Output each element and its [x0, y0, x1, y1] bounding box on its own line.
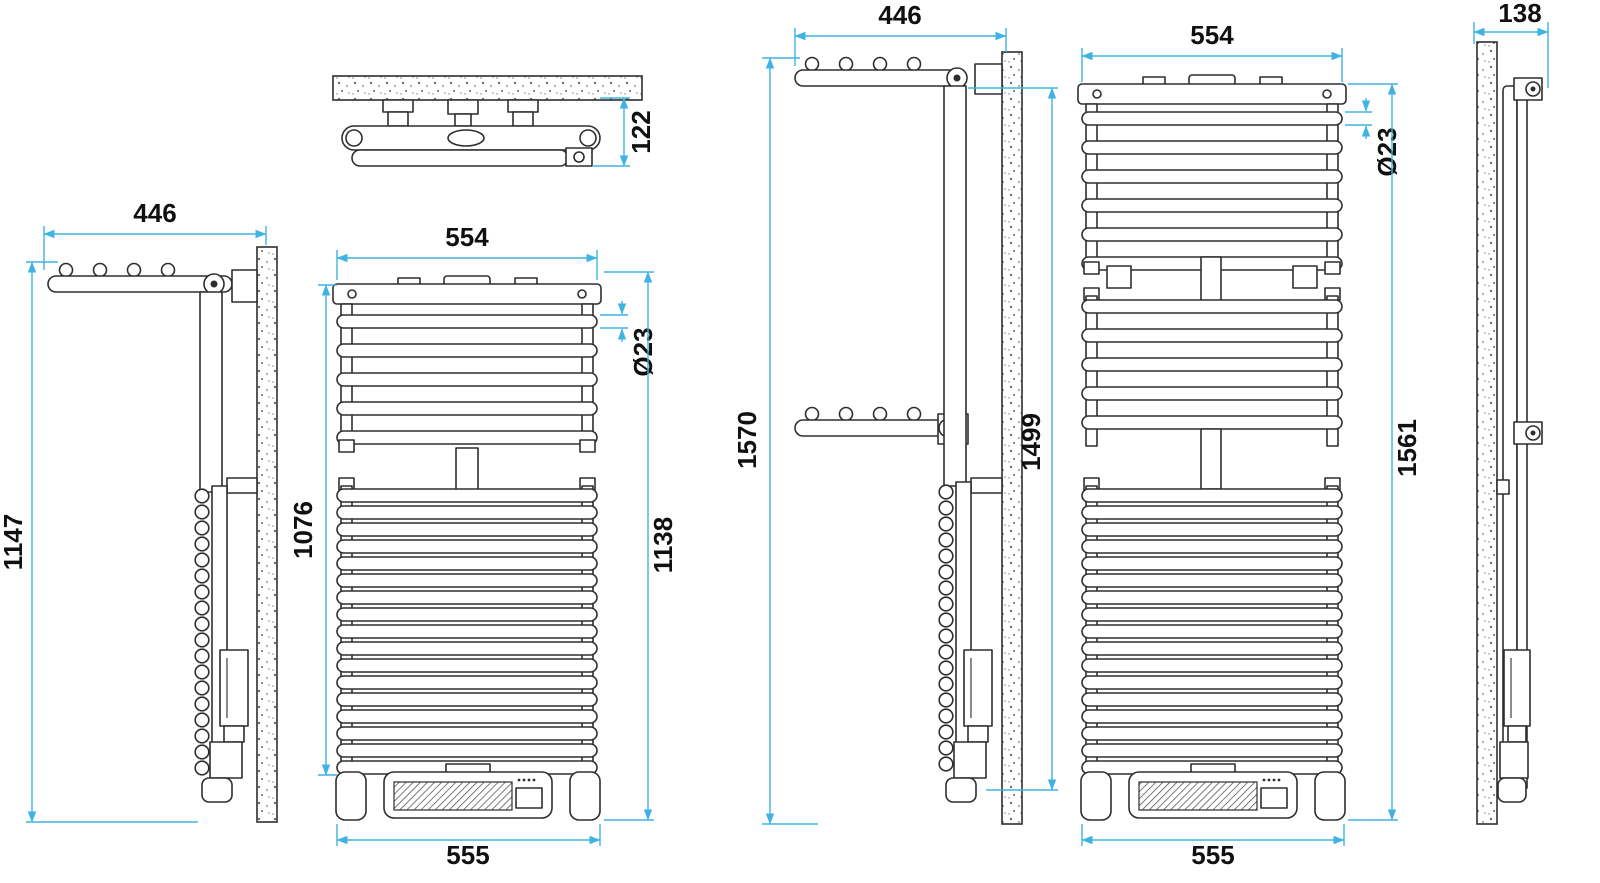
bracket: [1106, 265, 1132, 289]
dim-front-small-body-height: 1076: [288, 284, 337, 776]
control-panel: [515, 787, 543, 809]
view-side-large: 446 1570 1499: [732, 0, 1058, 825]
foot-right: [569, 771, 601, 821]
upper-tube-bank-2: [1082, 287, 1342, 447]
dim-label-1076: 1076: [288, 501, 318, 559]
heater-base-unit: [1080, 763, 1346, 821]
view-side-depth: 138: [1473, 0, 1549, 825]
fan-grille: [1138, 781, 1258, 811]
dim-front-small-overall-height: 1138: [604, 271, 678, 821]
dim-front-large-width-top: 554: [1081, 20, 1343, 82]
foot-right: [1314, 771, 1346, 821]
tube-ends: [938, 484, 954, 772]
radiator-top-profile: [341, 99, 601, 167]
dim-front-large-base-width: 555: [1081, 824, 1345, 870]
dim-label-tube-dia-large: Ø23: [1372, 127, 1402, 176]
dim-label-height-small: 1147: [0, 514, 28, 570]
dim-depth-138: 138: [1473, 0, 1549, 88]
dim-label-width-554-small: 554: [445, 222, 489, 252]
bracket: [1292, 265, 1318, 289]
dim-front-small-width-top: 554: [336, 222, 598, 280]
dim-label-arm-reach-small: 446: [133, 198, 176, 228]
foot: [945, 777, 977, 803]
ceiling-wall-section: [332, 75, 643, 101]
dim-label-555-large: 555: [1191, 840, 1234, 870]
view-front-small: 554 Ø23 1076 1138 555: [288, 222, 678, 870]
wall-bracket: [970, 477, 1003, 494]
dim-label-1499: 1499: [1016, 413, 1046, 471]
control-panel: [1260, 787, 1288, 809]
upper-tube-bank-1: [1082, 103, 1342, 275]
control-unit-side: [945, 649, 993, 803]
dim-label-width-554-large: 554: [1190, 20, 1234, 50]
dim-label-depth-122: 122: [626, 110, 656, 153]
view-front-large: 554 Ø23 1561 555: [1077, 20, 1422, 870]
center-pipe-mid: [1200, 256, 1222, 304]
upper-tube-bank: [337, 303, 597, 453]
dim-front-large-tube-dia: Ø23: [1345, 98, 1402, 177]
center-pipe: [1200, 428, 1222, 490]
dim-label-555-small: 555: [446, 840, 489, 870]
swing-arm-middle: [794, 406, 969, 445]
wall-section: [1476, 41, 1498, 825]
fan-grille: [393, 781, 513, 811]
view-top-small: 122: [332, 75, 656, 167]
dim-label-arm-reach-large: 446: [878, 0, 921, 30]
foot-left: [1080, 771, 1112, 821]
foot: [201, 777, 233, 803]
wall-section: [1001, 51, 1023, 825]
dim-front-large-overall-height: 1561: [1348, 83, 1422, 821]
swing-arm: [47, 262, 258, 303]
lower-tube-bank: [337, 477, 597, 777]
foot: [1497, 777, 1527, 803]
dim-label-1570: 1570: [732, 411, 762, 469]
control-unit-side: [201, 649, 249, 803]
top-mounting-bar: [332, 275, 602, 305]
heater-base-unit: [335, 763, 601, 821]
dim-label-1561: 1561: [1392, 419, 1422, 477]
dim-label-tube-dia-small: Ø23: [628, 327, 658, 376]
dim-side-large-arm: 446: [794, 0, 1007, 66]
dim-label-138: 138: [1498, 0, 1541, 28]
dim-side-small-height: 1147: [0, 261, 198, 823]
dim-side-large-body-height: 1499: [968, 87, 1058, 791]
dim-front-small-base-width: 555: [336, 824, 601, 870]
wall-bracket: [1496, 479, 1510, 495]
dim-side-large-overall-height: 1570: [732, 57, 818, 825]
radiator-depth-profile: [1496, 77, 1543, 799]
dim-top-depth: 122: [592, 97, 656, 167]
foot-left: [335, 771, 367, 821]
center-pipe: [455, 447, 479, 491]
mid-section: [1106, 256, 1318, 304]
lower-tube-bank: [1082, 477, 1342, 777]
top-mounting-bar: [1077, 74, 1347, 105]
dim-label-1138: 1138: [648, 517, 678, 573]
dim-front-small-tube-dia: Ø23: [600, 301, 658, 377]
dim-side-small-arm: 446: [43, 198, 267, 270]
tube-ends: [194, 488, 210, 776]
wall-bracket: [226, 477, 258, 494]
swing-arm-top: [794, 56, 1003, 95]
wall-section: [256, 246, 278, 823]
view-side-small: 446 1147: [0, 198, 278, 823]
control-unit-side: [1497, 649, 1531, 803]
